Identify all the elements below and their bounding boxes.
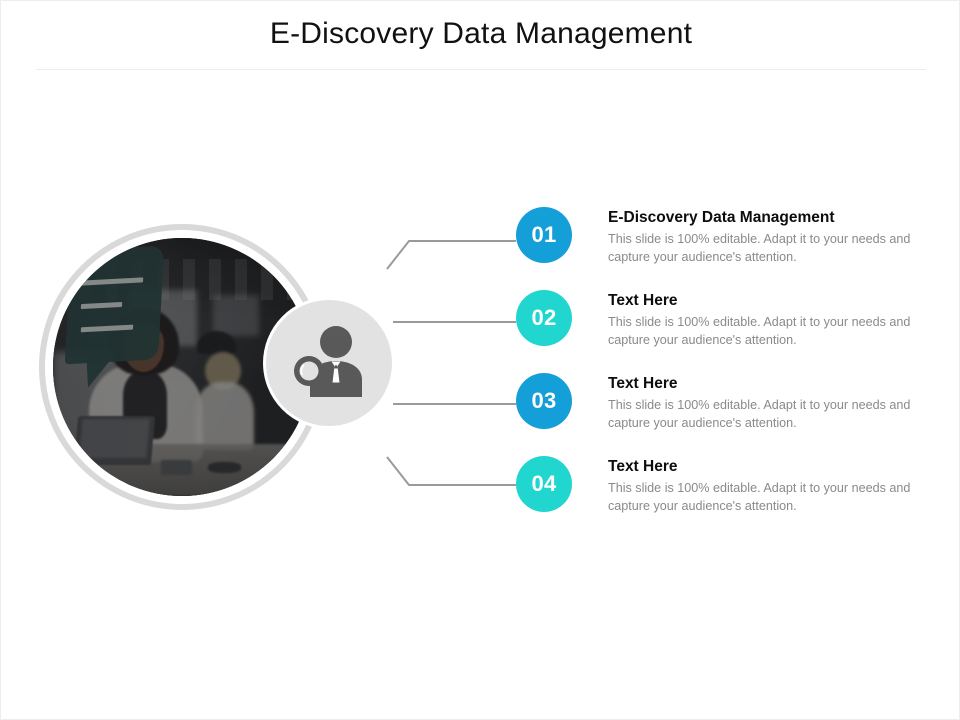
connector-line-4 xyxy=(386,456,516,486)
list-item[interactable]: 02 Text Here This slide is 100% editable… xyxy=(516,290,916,368)
list-item[interactable]: 04 Text Here This slide is 100% editable… xyxy=(516,456,916,534)
step-title: Text Here xyxy=(608,375,678,392)
photo-person-two-body xyxy=(194,382,255,450)
connector-line-1 xyxy=(386,240,516,270)
step-badge-03[interactable]: 03 xyxy=(516,373,572,429)
list-item[interactable]: 03 Text Here This slide is 100% editable… xyxy=(516,373,916,451)
step-body: This slide is 100% editable. Adapt it to… xyxy=(608,480,911,513)
central-icon-circle xyxy=(263,297,395,429)
step-body: This slide is 100% editable. Adapt it to… xyxy=(608,314,911,347)
step-title: Text Here xyxy=(608,458,678,475)
title-divider xyxy=(36,69,926,70)
step-badge-02[interactable]: 02 xyxy=(516,290,572,346)
step-text-block: Text Here This slide is 100% editable. A… xyxy=(608,292,916,350)
step-text-block: E-Discovery Data Management This slide i… xyxy=(608,209,916,267)
step-title: Text Here xyxy=(608,292,678,309)
photo-window-secondary xyxy=(212,294,260,337)
step-body: This slide is 100% editable. Adapt it to… xyxy=(608,397,911,430)
step-badge-01[interactable]: 01 xyxy=(516,207,572,263)
step-badge-04[interactable]: 04 xyxy=(516,456,572,512)
photo-lamp xyxy=(197,330,237,355)
page-title: E-Discovery Data Management xyxy=(269,17,693,50)
photo-circle xyxy=(53,238,311,496)
list-item[interactable]: 01 E-Discovery Data Management This slid… xyxy=(516,207,916,285)
photo-notebook xyxy=(161,459,193,476)
step-text-block: Text Here This slide is 100% editable. A… xyxy=(608,458,916,516)
step-title: E-Discovery Data Management xyxy=(608,209,835,226)
step-body: This slide is 100% editable. Adapt it to… xyxy=(608,231,911,264)
step-text-block: Text Here This slide is 100% editable. A… xyxy=(608,375,916,433)
photo-glasses xyxy=(207,462,242,473)
